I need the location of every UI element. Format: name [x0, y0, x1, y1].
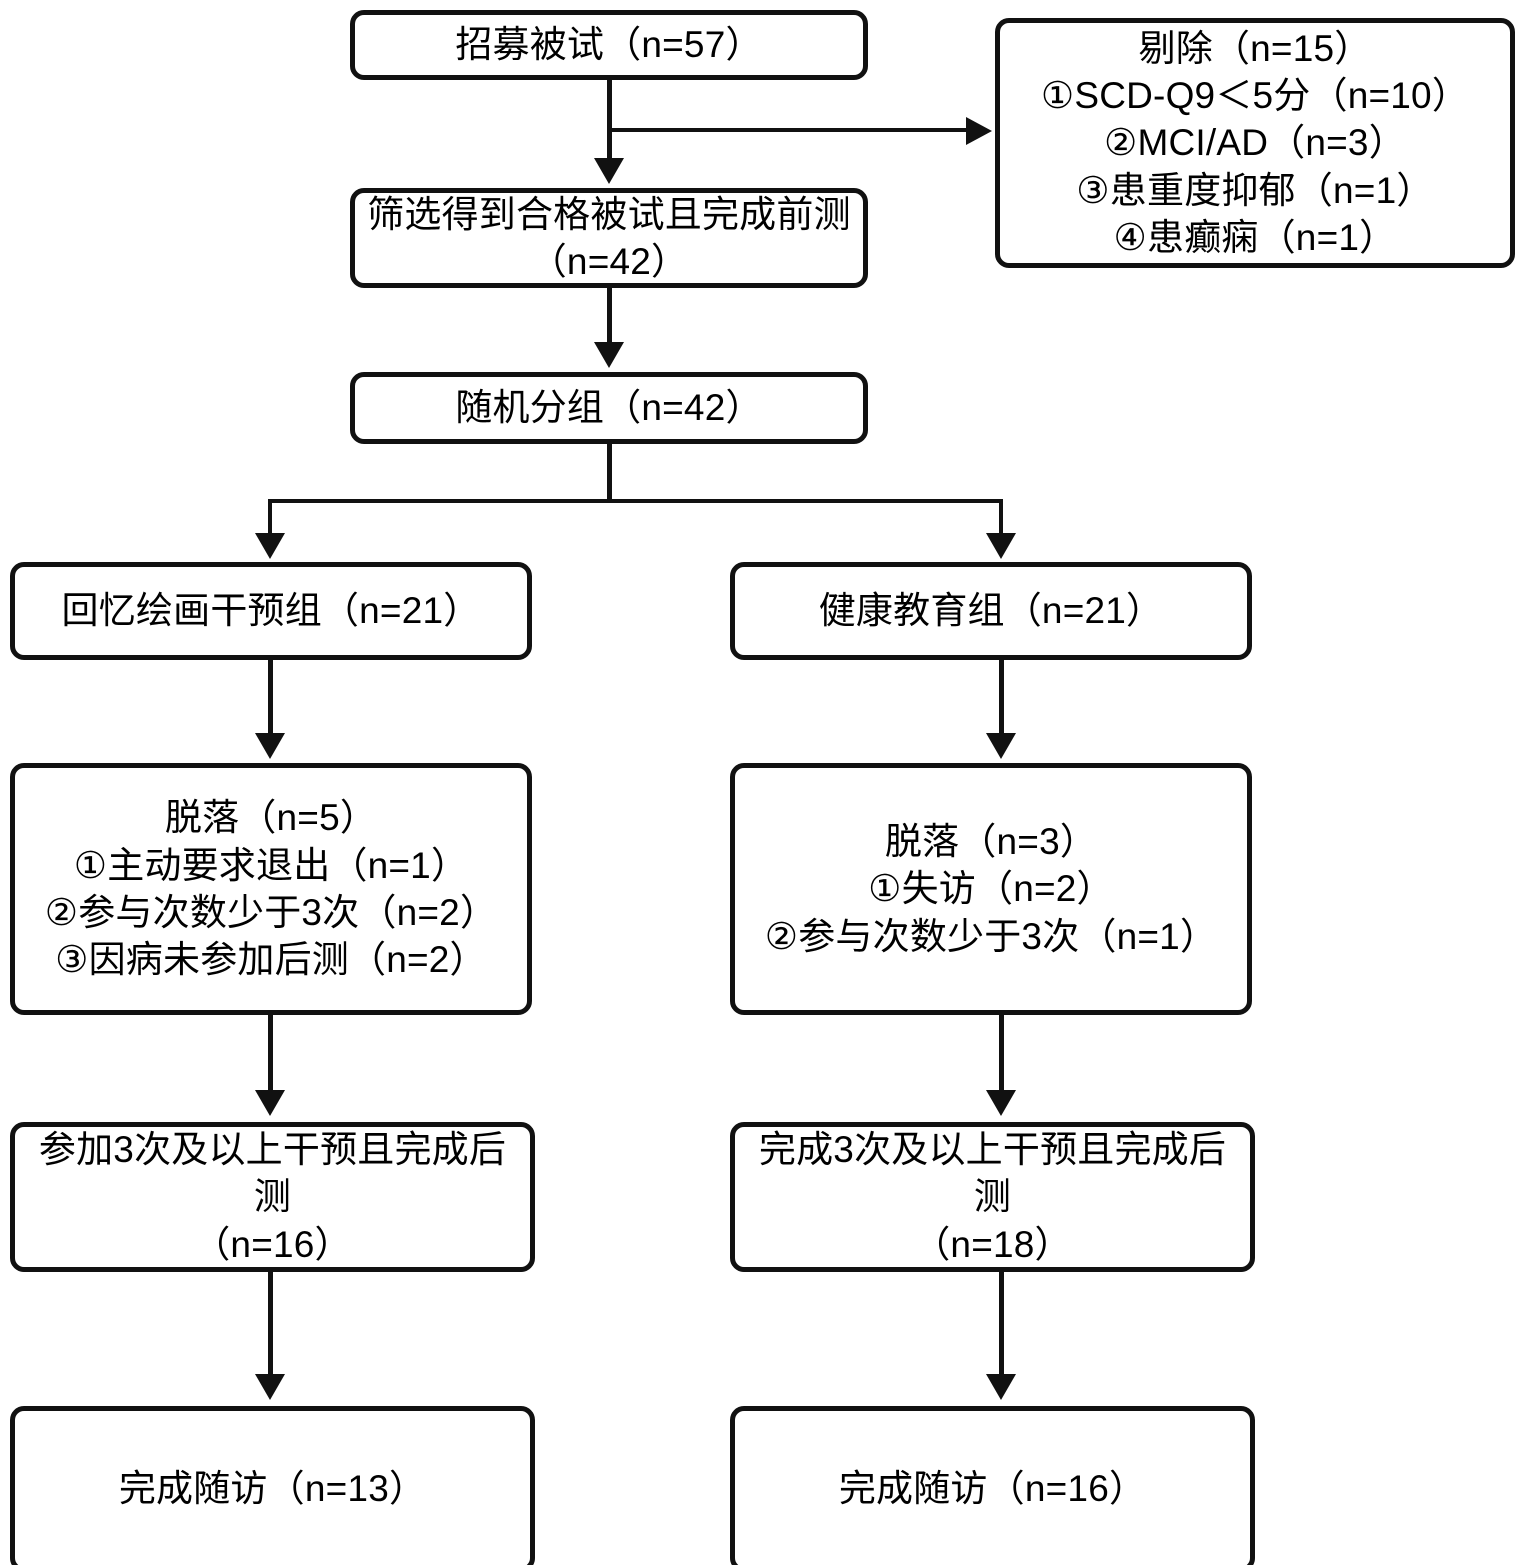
arrowhead-excluded	[966, 117, 992, 145]
node-group-right: 健康教育组（n=21）	[730, 562, 1252, 660]
node-group-left: 回忆绘画干预组（n=21）	[10, 562, 532, 660]
arrowhead-followup-left	[255, 1374, 285, 1400]
connector-split-right-drop	[999, 499, 1003, 541]
arrowhead-group-left	[255, 533, 285, 559]
node-followup-left: 完成随访（n=13）	[10, 1406, 535, 1565]
connector-split-bus	[268, 499, 1003, 503]
node-dropout-left: 脱落（n=5） ①主动要求退出（n=1） ②参与次数少于3次（n=2） ③因病未…	[10, 763, 532, 1015]
node-followup-right: 完成随访（n=16）	[730, 1406, 1255, 1565]
node-screened: 筛选得到合格被试且完成前测 （n=42）	[350, 188, 868, 288]
node-posttest-right: 完成3次及以上干预且完成后测 （n=18）	[730, 1122, 1255, 1272]
arrowhead-screened	[594, 158, 624, 184]
connector-to-excluded	[609, 128, 971, 132]
node-recruited: 招募被试（n=57）	[350, 10, 868, 80]
connector-dropout-left-to-posttest	[268, 1015, 273, 1095]
arrowhead-dropout-left	[255, 733, 285, 759]
connector-group-right-to-dropout	[999, 660, 1004, 738]
node-excluded: 剔除（n=15） ①SCD-Q9＜5分（n=10） ②MCI/AD（n=3） ③…	[995, 18, 1515, 268]
connector-posttest-right-to-followup	[999, 1272, 1004, 1380]
arrowhead-followup-right	[986, 1374, 1016, 1400]
connector-posttest-left-to-followup	[268, 1272, 273, 1380]
arrowhead-posttest-left	[255, 1090, 285, 1116]
connector-randomized-trunk	[607, 444, 612, 501]
connector-recruited-to-screened	[607, 80, 612, 162]
connector-group-left-to-dropout	[268, 660, 273, 738]
connector-screened-to-randomized	[607, 288, 612, 348]
node-posttest-left: 参加3次及以上干预且完成后测 （n=16）	[10, 1122, 535, 1272]
arrowhead-group-right	[986, 533, 1016, 559]
connector-split-left-drop	[268, 499, 272, 541]
node-dropout-right: 脱落（n=3） ①失访（n=2） ②参与次数少于3次（n=1）	[730, 763, 1252, 1015]
connector-dropout-right-to-posttest	[999, 1015, 1004, 1095]
arrowhead-posttest-right	[986, 1090, 1016, 1116]
arrowhead-randomized	[594, 342, 624, 368]
arrowhead-dropout-right	[986, 733, 1016, 759]
node-randomized: 随机分组（n=42）	[350, 372, 868, 444]
